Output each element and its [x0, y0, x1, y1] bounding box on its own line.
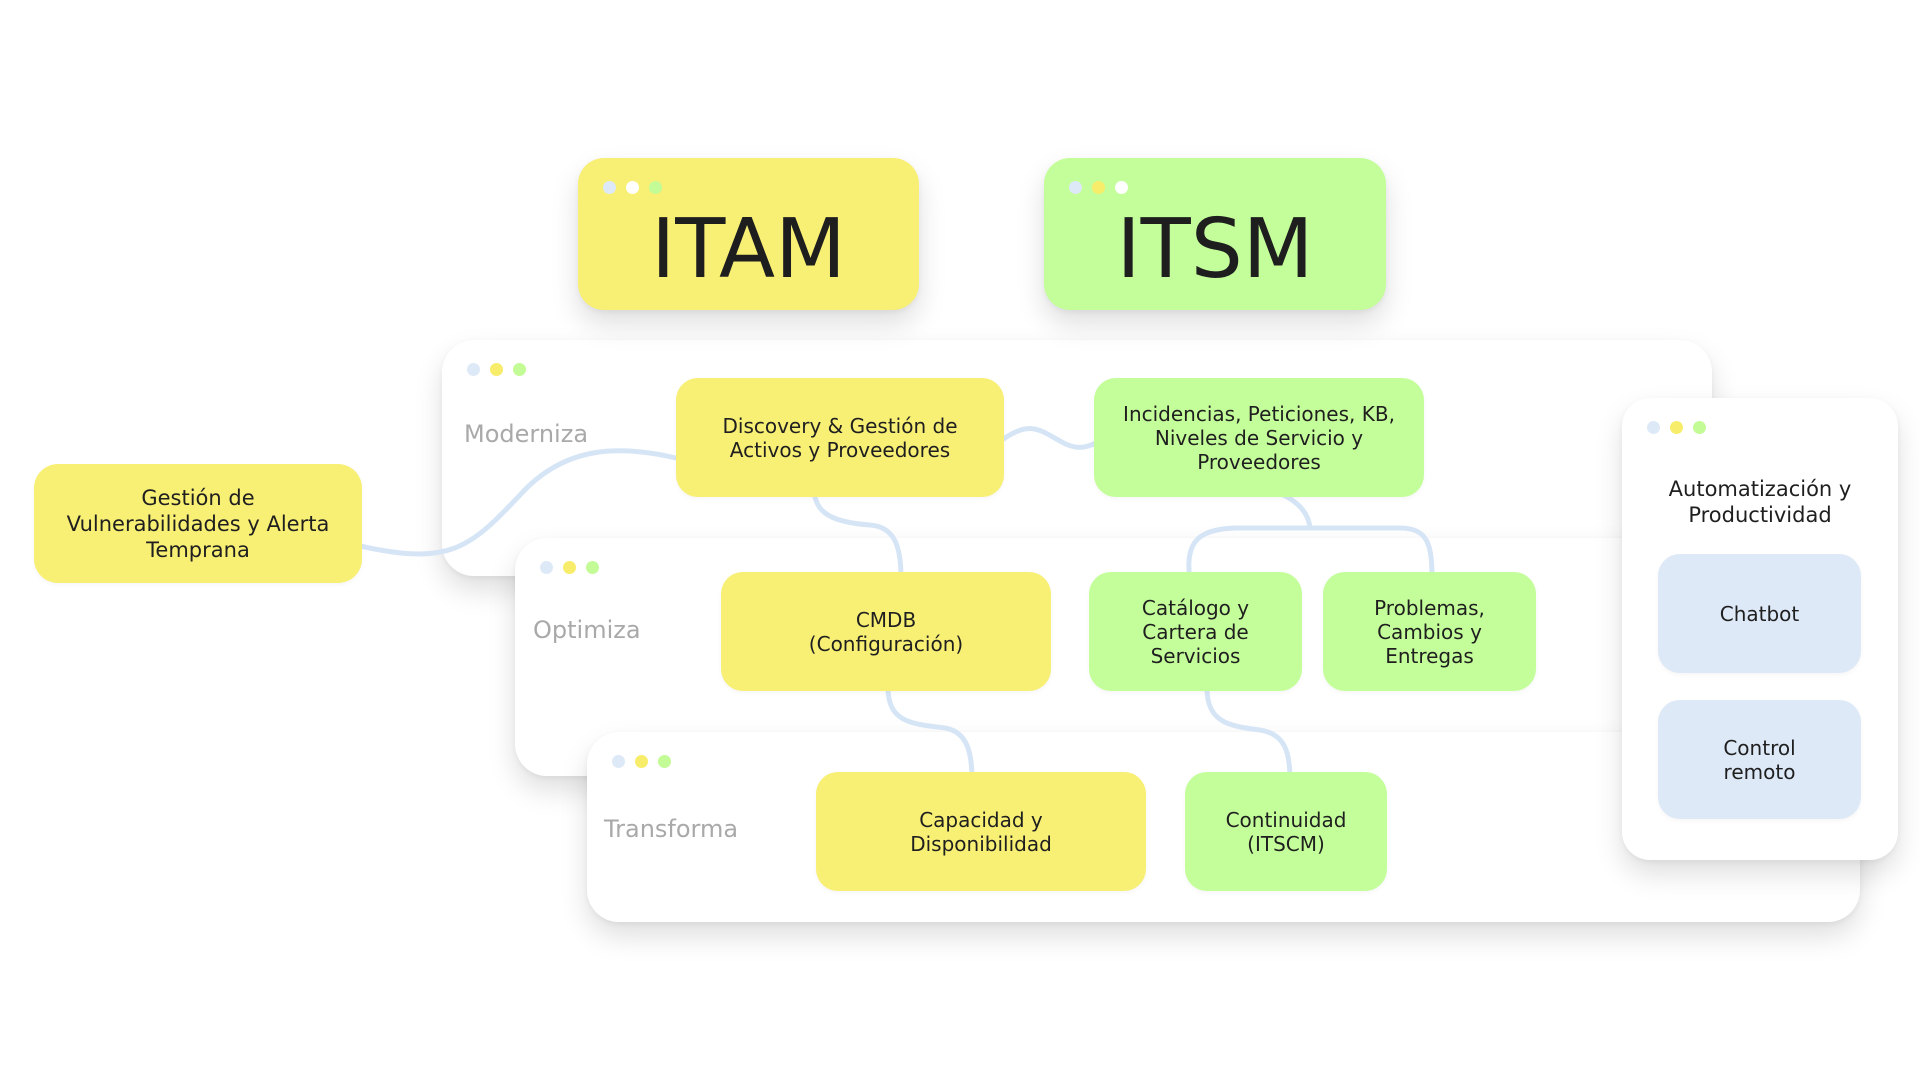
itam-header-card: ITAM [578, 158, 919, 310]
capacidad-box[interactable]: Capacidad y Disponibilidad [816, 772, 1146, 891]
problemas-box[interactable]: Problemas, Cambios y Entregas [1323, 572, 1536, 691]
automation-panel: Automatización y Productividad Chatbot C… [1622, 398, 1898, 860]
incidencias-box[interactable]: Incidencias, Peticiones, KB, Niveles de … [1094, 378, 1424, 497]
cmdb-box[interactable]: CMDB (Configuración) [721, 572, 1051, 691]
automation-title: Automatización y Productividad [1668, 477, 1852, 527]
discovery-label: Discovery & Gestión de Activos y Proveed… [722, 413, 958, 462]
itam-title: ITAM [651, 202, 846, 297]
itsm-title: ITSM [1116, 202, 1314, 297]
moderniza-panel: Moderniza [442, 340, 1712, 576]
window-dots [612, 755, 671, 768]
level-label-optimiza: Optimiza [533, 616, 641, 644]
problemas-label: Problemas, Cambios y Entregas [1374, 595, 1485, 668]
catalogo-label: Catálogo y Cartera de Servicios [1141, 595, 1250, 668]
window-dots [1069, 181, 1128, 194]
vulnerabilities-card[interactable]: Gestión de Vulnerabilidades y Alerta Tem… [34, 464, 362, 583]
cmdb-label: CMDB (Configuración) [808, 607, 964, 656]
window-dots [1647, 421, 1706, 434]
connector-split-bar [1186, 525, 1435, 583]
capacidad-label: Capacidad y Disponibilidad [910, 807, 1052, 856]
level-label-transforma: Transforma [604, 815, 739, 843]
chatbot-label: Chatbot [1719, 601, 1800, 626]
incidencias-label: Incidencias, Peticiones, KB, Niveles de … [1123, 401, 1395, 474]
itsm-header-card: ITSM [1044, 158, 1386, 310]
catalogo-box[interactable]: Catálogo y Cartera de Servicios [1089, 572, 1302, 691]
control-remoto-button[interactable]: Control remoto [1658, 700, 1861, 819]
level-label-moderniza: Moderniza [464, 420, 589, 448]
vulnerabilities-label: Gestión de Vulnerabilidades y Alerta Tem… [66, 485, 330, 562]
window-dots [467, 363, 526, 376]
discovery-box[interactable]: Discovery & Gestión de Activos y Proveed… [676, 378, 1004, 497]
continuidad-label: Continuidad (ITSCM) [1225, 807, 1347, 856]
chatbot-button[interactable]: Chatbot [1658, 554, 1861, 673]
control-remoto-label: Control remoto [1723, 735, 1796, 784]
connector-discovery-cmdb [811, 478, 904, 581]
connector-vuln-discovery [357, 448, 679, 557]
window-dots [603, 181, 662, 194]
connector-discovery-incidencias [999, 426, 1103, 450]
connector-cmdb-capacidad [885, 685, 975, 783]
continuidad-box[interactable]: Continuidad (ITSCM) [1185, 772, 1387, 891]
connector-catalogo-continuidad [1204, 685, 1293, 783]
window-dots [540, 561, 599, 574]
